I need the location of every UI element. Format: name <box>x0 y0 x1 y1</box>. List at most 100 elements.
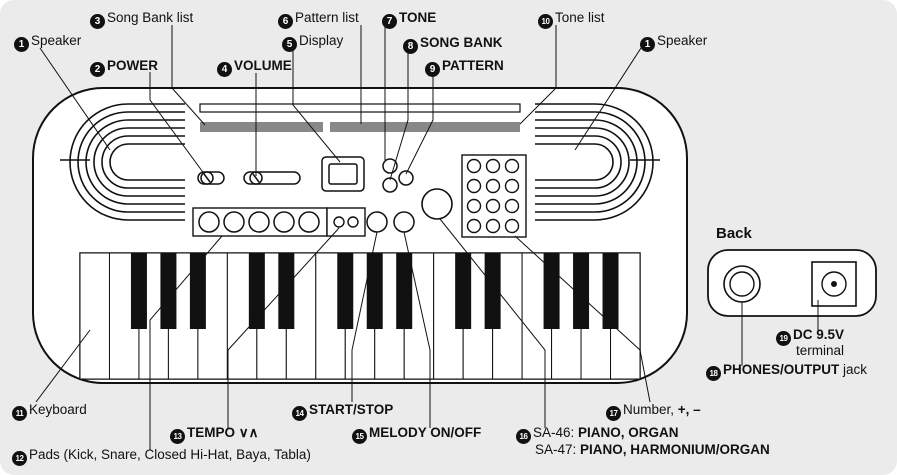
tempo-group <box>326 207 366 237</box>
black-key <box>248 253 265 329</box>
start-stop-button <box>366 211 388 233</box>
label-start-stop-text: START/STOP <box>309 402 394 417</box>
tone-button <box>382 158 398 174</box>
black-key <box>337 253 354 329</box>
callout-8: 8 <box>403 39 418 54</box>
callout-19: 19 <box>776 331 791 346</box>
label-pattern-text: PATTERN <box>442 58 504 73</box>
label-volume-text: VOLUME <box>234 58 292 73</box>
black-key <box>484 253 501 329</box>
callout-16: 16 <box>516 429 531 444</box>
label-power-text: POWER <box>107 58 159 73</box>
label-speaker-right-text: Speaker <box>657 33 708 48</box>
power-switch <box>197 171 225 185</box>
callout-6: 6 <box>278 14 293 29</box>
number-pad-key <box>466 158 482 174</box>
number-pad-key <box>504 178 520 194</box>
tempo-up-button <box>347 216 359 228</box>
number-pad-key <box>504 198 520 214</box>
number-pad-key <box>504 158 520 174</box>
callout-3: 3 <box>90 14 105 29</box>
pad-button <box>248 211 270 233</box>
callout-14: 14 <box>292 406 307 421</box>
label-pads-text: Pads (Kick, Snare, Closed Hi-Hat, Baya, … <box>29 447 311 462</box>
black-key <box>278 253 295 329</box>
label-phones-suffix: jack <box>839 362 868 377</box>
black-key <box>366 253 383 329</box>
dc-terminal-pin <box>831 281 837 287</box>
black-key <box>455 253 472 329</box>
label-tone-list-text: Tone list <box>555 10 605 25</box>
callout-5: 5 <box>282 37 297 52</box>
song-bank-list-strip <box>200 122 323 132</box>
number-pad-key <box>485 178 501 194</box>
label-display-text: Display <box>299 33 344 48</box>
label-number-symbols: +, – <box>677 402 701 417</box>
black-key <box>130 253 147 329</box>
callout-17: 17 <box>606 406 621 421</box>
number-pad-key <box>466 198 482 214</box>
number-pad-buttons <box>466 158 520 234</box>
black-key <box>396 253 413 329</box>
melody-button <box>393 211 415 233</box>
back-title: Back <box>716 225 752 242</box>
label-keyboard-text: Keyboard <box>29 402 87 417</box>
tempo-down-button <box>333 216 345 228</box>
label-phones-text: PHONES/OUTPUT <box>723 362 840 377</box>
black-key <box>602 253 619 329</box>
label-song-bank-text: SONG BANK <box>420 35 503 50</box>
song-bank-button <box>382 177 398 193</box>
number-pad-key <box>485 158 501 174</box>
label-melody-text: MELODY ON/OFF <box>369 425 482 440</box>
pad-button <box>298 211 320 233</box>
callout-12: 12 <box>12 451 27 466</box>
callout-2: 2 <box>90 62 105 77</box>
pad-button <box>198 211 220 233</box>
label-mode-sa46-model: SA-46: <box>533 425 579 440</box>
label-tone-text: TONE <box>399 10 437 25</box>
label-pattern-list-text: Pattern list <box>295 10 359 25</box>
left-speaker-grille <box>60 103 185 221</box>
white-key <box>79 252 110 380</box>
callout-4: 4 <box>217 62 232 77</box>
pad-button <box>223 211 245 233</box>
callout-18: 18 <box>706 366 721 381</box>
callout-9: 9 <box>425 62 440 77</box>
mode-button <box>421 188 453 220</box>
number-pad-key <box>485 218 501 234</box>
volume-slider <box>243 171 301 185</box>
label-mode-sa47-text: PIANO, HARMONIUM/ORGAN <box>580 442 770 457</box>
pad-button <box>273 211 295 233</box>
label-dc-line2: terminal <box>796 343 845 358</box>
right-speaker-grille <box>535 103 660 221</box>
black-key <box>160 253 177 329</box>
number-pad-key <box>466 178 482 194</box>
black-key <box>573 253 590 329</box>
callout-13: 13 <box>170 429 185 444</box>
label-dc-terminal: terminal <box>796 343 844 359</box>
label-mode-sa46-text: PIANO, ORGAN <box>578 425 679 440</box>
pattern-button <box>398 170 414 186</box>
callout-7: 7 <box>382 14 397 29</box>
number-pad-key <box>466 218 482 234</box>
label-song-bank-list-text: Song Bank list <box>107 10 194 25</box>
top-slot <box>199 103 521 113</box>
number-pad-key <box>504 218 520 234</box>
